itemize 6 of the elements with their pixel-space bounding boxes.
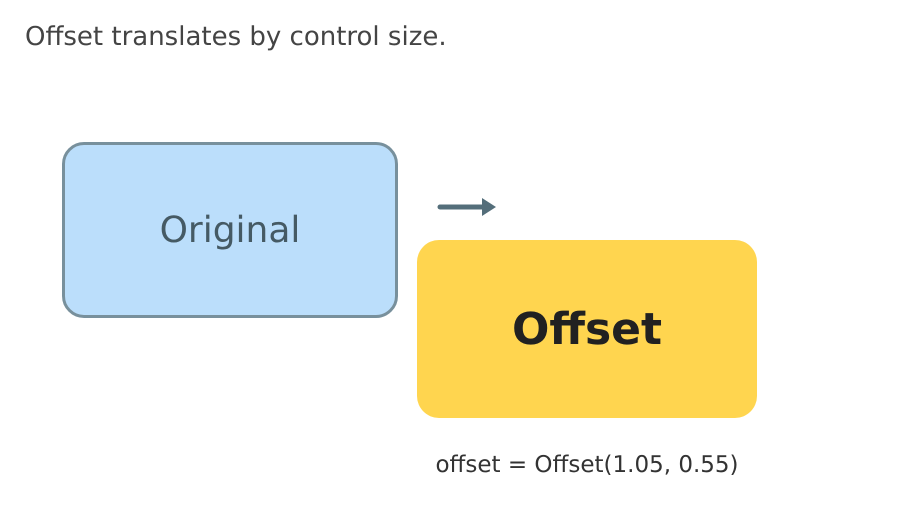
box-label: Original (160, 210, 300, 250)
box-label: Offset (512, 304, 662, 354)
rounded-box (62, 142, 398, 318)
rounded-box (417, 240, 757, 418)
diagram-title: Offset translates by control size. (25, 22, 447, 52)
code-caption: offset = Offset(1.05, 0.55) (434, 452, 740, 478)
